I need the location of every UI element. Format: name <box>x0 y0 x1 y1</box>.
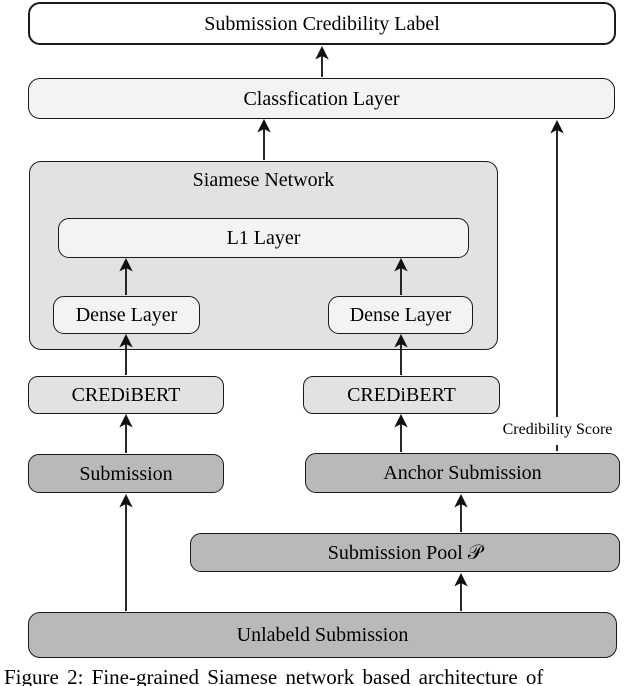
dense-layer-left-text: Dense Layer <box>75 304 178 326</box>
credibert-left-text: CREDiBERT <box>71 384 181 406</box>
anchor-submission-text: Anchor Submission <box>383 462 542 484</box>
dense-layer-left-box: Dense Layer <box>53 296 200 334</box>
l1-layer-text: L1 Layer <box>226 227 301 249</box>
submission-pool-box: Submission Pool 𝒫 <box>190 533 620 572</box>
submission-text: Submission <box>79 462 173 485</box>
credibility-score-edge-label: Credibility Score <box>502 421 613 438</box>
classification-layer-box: Classfication Layer <box>28 78 615 119</box>
credibert-right-box: CREDiBERT <box>303 376 500 414</box>
submission-pool-text: Submission Pool 𝒫 <box>327 541 483 564</box>
siamese-network-label: Siamese Network <box>192 169 335 191</box>
unlabeled-submission-text: Unlabeld Submission <box>236 624 409 646</box>
anchor-submission-box: Anchor Submission <box>305 453 620 493</box>
unlabeled-submission-box: Unlabeld Submission <box>28 612 617 658</box>
submission-box: Submission <box>28 454 224 493</box>
submission-credibility-label-box: Submission Credibility Label <box>28 2 616 45</box>
l1-layer-box: L1 Layer <box>58 218 469 258</box>
dense-layer-right-box: Dense Layer <box>328 296 473 334</box>
credibert-right-text: CREDiBERT <box>347 384 456 406</box>
credibert-left-box: CREDiBERT <box>28 376 224 414</box>
submission-credibility-label-text: Submission Credibility Label <box>204 12 440 35</box>
classification-layer-text: Classfication Layer <box>243 87 400 110</box>
figure-caption: Figure 2: Fine-grained Siamese network b… <box>4 665 544 686</box>
dense-layer-right-text: Dense Layer <box>349 304 452 326</box>
